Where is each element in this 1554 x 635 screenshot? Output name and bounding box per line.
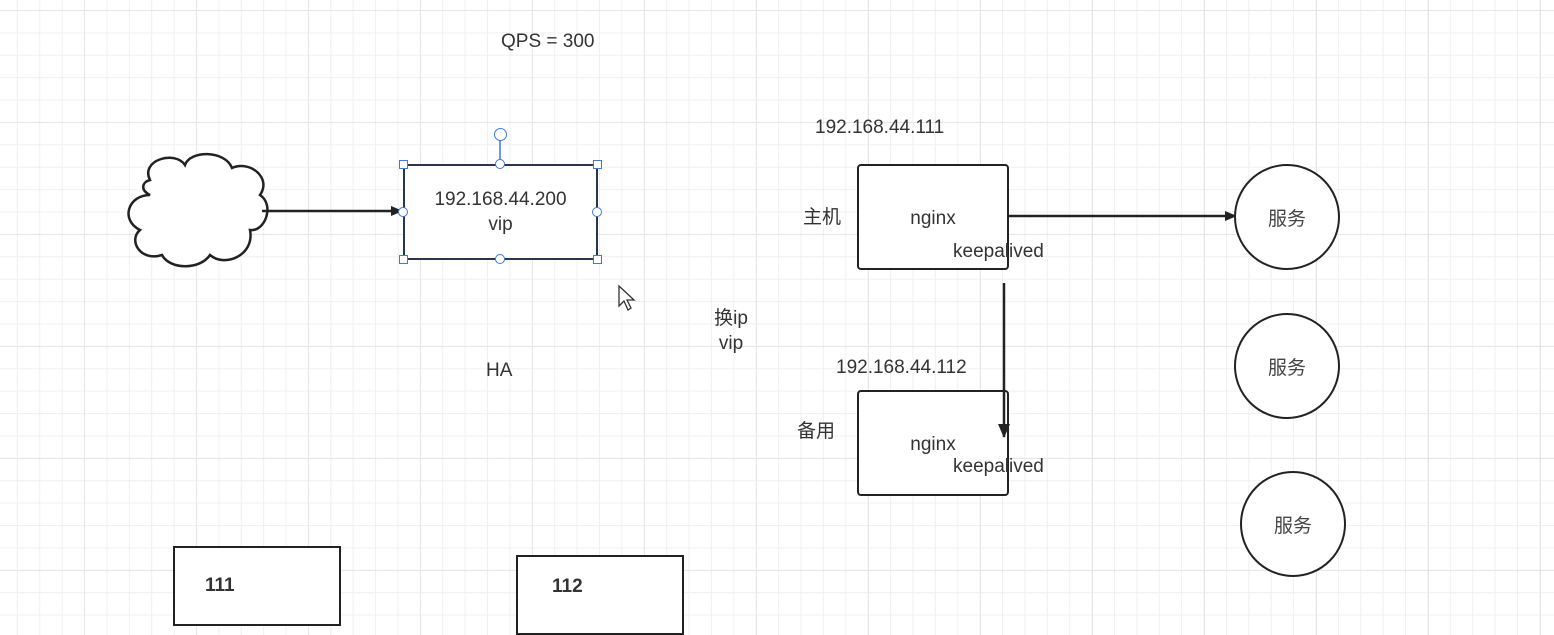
resize-handle-nw[interactable] (399, 160, 408, 169)
master-ip: 192.168.44.111 (815, 117, 945, 138)
service-node[interactable]: 服务 (1234, 164, 1340, 270)
resize-handle-se[interactable] (593, 255, 602, 264)
qps-label: QPS = 300 (501, 31, 595, 52)
backup-nginx-title: nginx (910, 434, 956, 455)
backup-keepalived: keepalived (953, 456, 1044, 477)
diagram-connectors (127, 140, 1237, 268)
switch-vip-label: vip (718, 333, 744, 354)
switch-ip-label: 换ip (714, 308, 748, 329)
resize-handle-n[interactable] (495, 159, 505, 169)
vip-ip: 192.168.44.200 (434, 189, 567, 210)
resize-handle-ne[interactable] (593, 160, 602, 169)
resize-handle-w[interactable] (398, 207, 408, 217)
service-node[interactable]: 服务 (1234, 313, 1340, 419)
master-keepalived: keepalived (953, 241, 1044, 262)
service-label: 服务 (1273, 515, 1312, 537)
bottom-box-label: 111 (205, 575, 235, 596)
master-nginx-box[interactable]: nginx (857, 164, 1009, 270)
ha-label: HA (486, 360, 513, 381)
service-label: 服务 (1267, 357, 1306, 379)
vip-label: vip (488, 214, 513, 235)
bottom-box-label: 112 (552, 576, 583, 597)
bottom-box-111[interactable]: 111 (173, 546, 341, 626)
resize-handle-s[interactable] (495, 254, 505, 264)
bottom-box-112[interactable]: 112 (516, 555, 684, 635)
mouse-cursor-icon (618, 284, 636, 311)
master-role: 主机 (803, 207, 842, 228)
rotate-handle[interactable] (494, 128, 507, 141)
backup-ip: 192.168.44.112 (836, 357, 967, 378)
vip-box[interactable]: 192.168.44.200 vip (403, 164, 598, 260)
master-nginx-title: nginx (910, 208, 956, 229)
resize-handle-e[interactable] (592, 207, 602, 217)
service-node[interactable]: 服务 (1240, 471, 1346, 577)
backup-role: 备用 (797, 421, 836, 442)
service-label: 服务 (1267, 208, 1306, 230)
resize-handle-sw[interactable] (399, 255, 408, 264)
backup-nginx-box[interactable]: nginx (857, 390, 1009, 496)
cloud-icon[interactable] (127, 152, 269, 268)
